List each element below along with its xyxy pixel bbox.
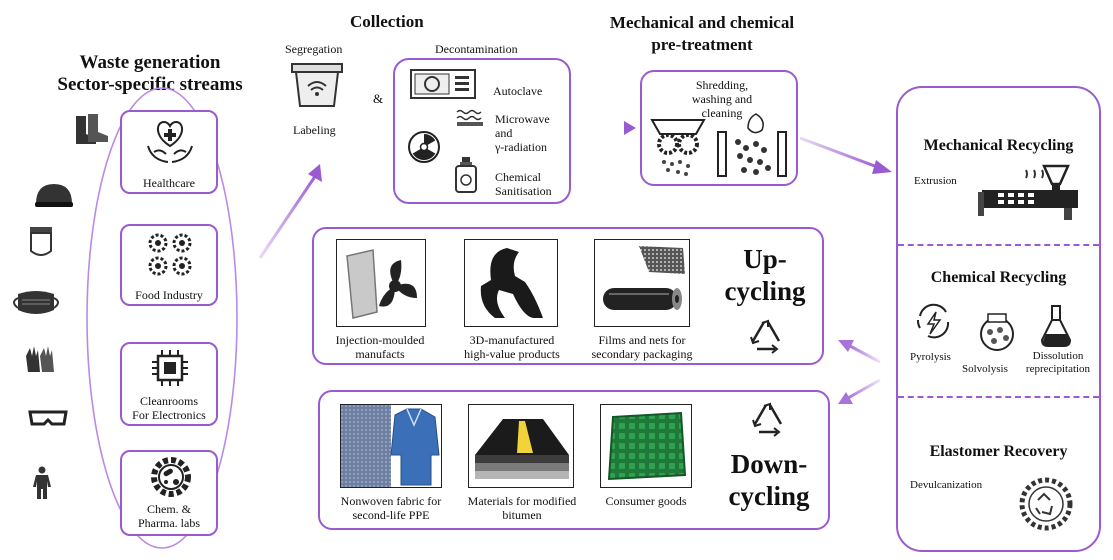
hair-cap-icon xyxy=(35,184,73,207)
extrusion-label: Extrusion xyxy=(914,175,957,187)
devulcanization-label: Devulcanization xyxy=(910,479,983,491)
solvolysis-icon xyxy=(980,313,1014,351)
upcycling-box: Injection-moulded manufacts 3D-manufactu… xyxy=(312,227,824,365)
chemical-recycling-title: Chemical Recycling xyxy=(930,269,1067,286)
radiation-icon xyxy=(408,131,440,163)
waste-title-line2: Sector-specific streams xyxy=(57,74,243,95)
decontamination-label: Decontamination xyxy=(435,42,518,56)
autoclave-icon xyxy=(410,69,476,99)
downcycling-box: Nonwoven fabric for second-life PPE Mate… xyxy=(318,390,830,530)
recycling-divider-1 xyxy=(898,244,1099,246)
sector-food-industry: Food Industry xyxy=(120,224,218,306)
waste-title: Waste generation Sector-specific streams xyxy=(40,52,260,96)
pyrolysis-label: Pyrolysis xyxy=(910,351,951,363)
3d-chair-icon xyxy=(480,248,543,318)
face-mask-icon xyxy=(13,291,59,314)
pretreatment-title-line1: Mechanical and chemical xyxy=(609,13,795,32)
sector-label-chem: Chem. & Pharma. labs xyxy=(138,502,200,530)
fan-blade-icon xyxy=(346,249,417,319)
boots-icon xyxy=(76,114,108,144)
sector-label-food: Food Industry xyxy=(135,288,203,302)
face-shield-icon xyxy=(30,227,52,256)
sector-healthcare: Healthcare xyxy=(120,110,218,194)
coverall-icon xyxy=(33,466,51,499)
method-chemical: Chemical Sanitisation xyxy=(495,170,552,198)
green-mat-icon xyxy=(607,411,687,481)
product-injection-label: Injection-moulded manufacts xyxy=(335,333,425,361)
recycle-energy-icon xyxy=(916,303,950,339)
3d-product-image xyxy=(464,239,558,327)
sector-label-cleanrooms: Cleanrooms For Electronics xyxy=(132,394,206,422)
elastomer-recovery-title: Elastomer Recovery xyxy=(929,443,1068,460)
method-autoclave: Autoclave xyxy=(493,84,543,98)
pretreatment-title-line2: pre-treatment xyxy=(651,35,753,54)
films-nets-image xyxy=(594,239,690,327)
fabric-coat-icon xyxy=(341,405,440,487)
method-microwave: Microwave and γ-radiation xyxy=(495,112,550,154)
microwave-wave-icon xyxy=(456,109,483,126)
safety-goggles-icon xyxy=(28,410,68,426)
sector-cleanrooms: Cleanrooms For Electronics xyxy=(120,342,218,426)
sanitiser-bottle-icon xyxy=(455,157,477,193)
collection-title: Collection xyxy=(350,12,424,31)
road-layers-icon xyxy=(475,419,569,479)
consumer-goods-image xyxy=(600,404,692,488)
downcycling-label: Down- cycling xyxy=(728,449,810,511)
solvolysis-label: Solvolysis xyxy=(962,363,1008,375)
heart-hands-icon xyxy=(147,120,193,163)
gloves-icon xyxy=(26,346,54,372)
shredding-label: Shredding, washing and cleaning xyxy=(691,78,753,120)
recycling-divider-2 xyxy=(898,396,1099,398)
sector-label-healthcare: Healthcare xyxy=(143,176,195,190)
recycling-box: Mechanical Recycling Extrusion Chemical … xyxy=(896,86,1101,552)
chem-gear-icon xyxy=(151,457,191,497)
decontamination-box: Autoclave Microwave and γ-radiation Chem… xyxy=(393,58,571,204)
shredder-icon xyxy=(650,119,706,176)
nonwoven-image xyxy=(340,404,442,488)
labeling-label: Labeling xyxy=(293,123,336,137)
washing-icon xyxy=(717,113,787,177)
sector-chem-pharma: Chem. & Pharma. labs xyxy=(120,450,218,536)
dissolution-label: Dissolution reprecipitation xyxy=(1025,350,1091,375)
ampersand: & xyxy=(373,91,384,106)
extruder-icon xyxy=(978,164,1078,220)
film-roll-icon xyxy=(603,246,685,310)
food-gears-icon xyxy=(148,233,192,276)
pretreatment-title: Mechanical and chemical pre-treatment xyxy=(582,12,822,56)
product-bitumen-label: Materials for modified bitumen xyxy=(467,494,577,522)
bitumen-image xyxy=(468,404,574,488)
tire-gear-icon xyxy=(1019,477,1073,531)
product-3d-label: 3D-manufactured high-value products xyxy=(464,333,560,361)
trash-bin-icon xyxy=(291,63,343,107)
microchip-icon xyxy=(152,350,188,386)
product-films-label: Films and nets for secondary packaging xyxy=(591,333,693,361)
recycle-icon-up xyxy=(750,319,781,354)
product-consumer-label: Consumer goods xyxy=(605,494,687,508)
flask-icon xyxy=(1040,305,1072,347)
mechanical-recycling-title: Mechanical Recycling xyxy=(923,137,1074,154)
upcycling-label: Up- cycling xyxy=(724,244,806,306)
injection-moulded-image xyxy=(336,239,426,327)
waste-title-line1: Waste generation xyxy=(79,52,221,73)
pretreatment-box: Shredding, washing and cleaning xyxy=(640,70,798,186)
product-nonwoven-label: Nonwoven fabric for second-life PPE xyxy=(340,494,442,522)
segregation-label: Segregation xyxy=(285,42,343,56)
recycle-icon-down xyxy=(752,402,783,437)
